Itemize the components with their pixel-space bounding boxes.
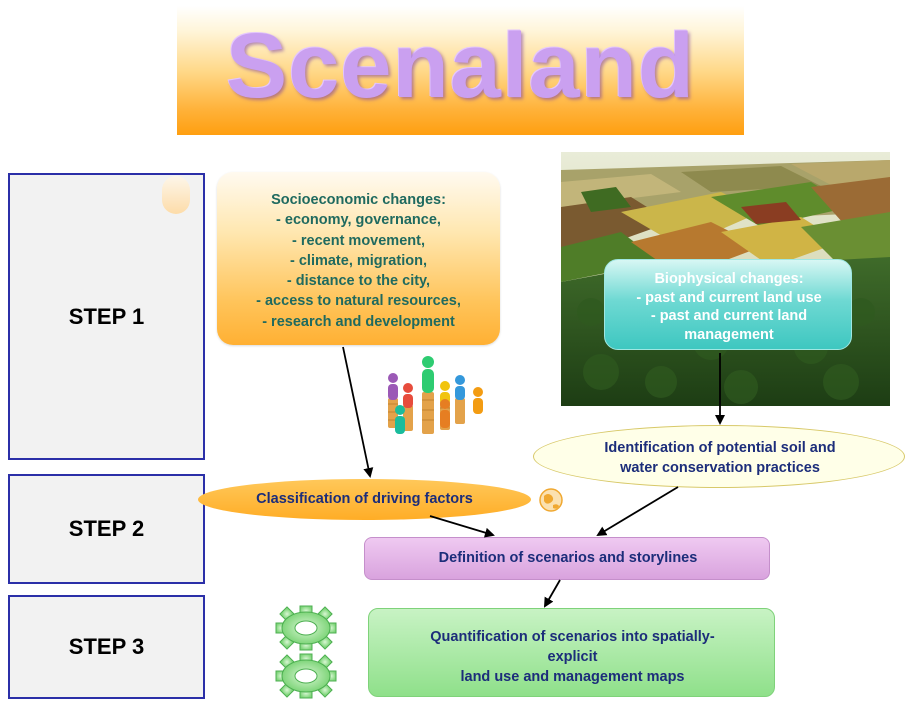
people-coins-icon [388,356,483,434]
step-1-box: STEP 1 [8,173,205,460]
step-2-box: STEP 2 [8,474,205,584]
biophysical-line: - past and current land [650,308,808,324]
step-3-label: STEP 3 [68,634,145,659]
quantification-line-3: land use and management maps [460,669,685,685]
biophysical-line: - past and current land use [636,289,822,306]
decorative-bubble [162,176,190,214]
arrow-definition-to-quantification [544,579,561,608]
quantification-text: Quantification of scenarios into spatial… [369,627,776,687]
socioeconomic-item: - research and development [262,313,455,330]
biophysical-text: Biophysical changes: - past and current … [605,270,853,344]
socioeconomic-heading: Socioeconomic changes: [271,192,446,208]
globe-icon [539,488,563,512]
biophysical-box: Biophysical changes: - past and current … [604,259,852,350]
classification-text: Classification of driving factors [256,491,473,507]
step-2-label: STEP 2 [68,516,145,541]
socioeconomic-item: - climate, migration, [290,252,427,269]
socioeconomic-item: - access to natural resources, [256,293,461,310]
quantification-line-1: Quantification of scenarios into spatial… [430,629,715,645]
arrow-classification-to-definition [429,515,495,538]
identification-ellipse: Identification of potential soil and wat… [533,425,905,488]
biophysical-line: management [684,326,774,343]
socioeconomic-text: Socioeconomic changes: - economy, govern… [217,190,500,332]
biophysical-heading: Biophysical changes: [654,271,804,287]
page-title: Scenaland [225,15,696,117]
arrow-socio-to-classification [342,346,374,478]
socioeconomic-item: - recent movement, [292,232,425,249]
identification-line-1: Identification of potential soil and [604,440,836,456]
definition-box: Definition of scenarios and storylines [364,537,770,580]
socioeconomic-box: Socioeconomic changes: - economy, govern… [217,172,500,345]
definition-text: Definition of scenarios and storylines [438,550,698,566]
gear-icon [275,605,337,651]
quantification-line-2: explicit [547,649,598,665]
gear-icon [275,653,337,699]
arrow-identification-to-definition [596,486,679,537]
socioeconomic-item: - distance to the city, [286,273,431,290]
quantification-box: Quantification of scenarios into spatial… [368,608,775,697]
classification-ellipse: Classification of driving factors [198,479,531,520]
step-1-label: STEP 1 [68,303,145,329]
identification-line-2: water conservation practices [620,460,820,476]
identification-text: Identification of potential soil and wat… [534,438,906,478]
step-3-box: STEP 3 [8,595,205,699]
socioeconomic-item: - economy, governance, [276,212,441,229]
title-banner: Scenaland [177,6,744,135]
